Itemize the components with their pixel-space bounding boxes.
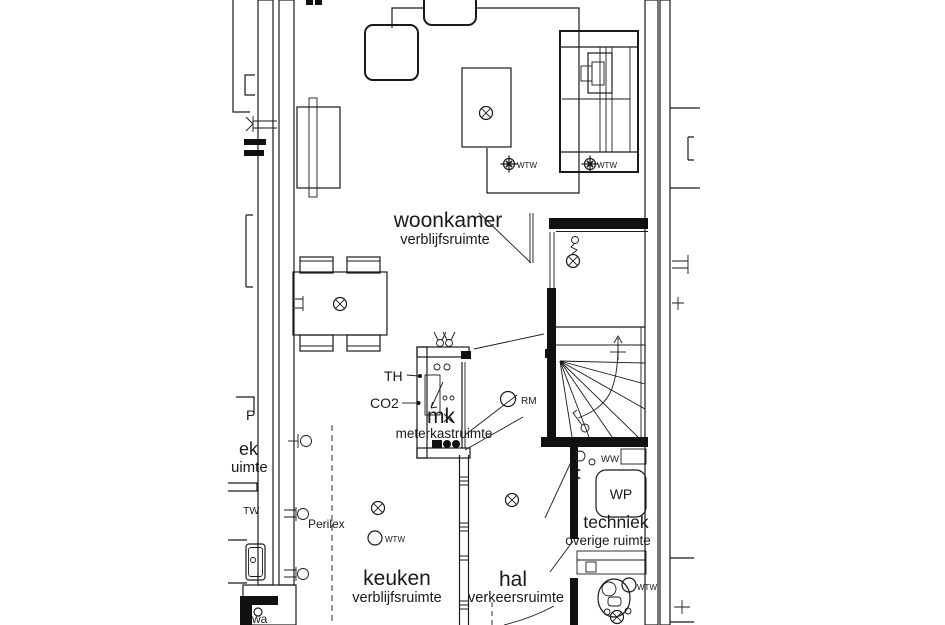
chair — [299, 334, 334, 352]
boiler-connection-icon — [574, 450, 586, 462]
label-co2: CO2 — [370, 395, 399, 411]
coffee-table — [461, 67, 512, 148]
room-label-hal: hal — [499, 568, 527, 591]
chair — [346, 256, 381, 274]
mechanical-ventilation-unit-icon — [432, 440, 460, 448]
armchair — [423, 0, 477, 26]
label-wp: WP — [610, 486, 633, 502]
door-swing — [464, 416, 524, 451]
neighbor-marks-left — [228, 0, 322, 625]
wtw-valve-icon — [499, 154, 519, 174]
room-category-woonkamer: verblijfsruimte — [400, 232, 489, 248]
ceiling-light-icon — [478, 105, 494, 121]
label-neighbor-room: ek — [239, 439, 259, 459]
dining-table — [292, 271, 388, 336]
sideboard — [296, 97, 341, 198]
label-wa-partial: wa — [251, 612, 268, 625]
th-sensor-dot — [418, 374, 422, 378]
pull-cord-light-icon — [565, 236, 581, 269]
techniek-counter — [576, 550, 647, 575]
keuken-fittings — [284, 425, 333, 625]
radiator-valve-icon — [245, 116, 277, 132]
wall-socket-icon — [284, 567, 309, 581]
staircase — [478, 212, 648, 447]
left-cavity-wall — [242, 0, 297, 625]
room-label-woonkamer: woonkamer — [393, 209, 503, 232]
rug-outline — [391, 7, 580, 194]
expansion-coil-icon — [569, 465, 582, 483]
room-label-keuken: keuken — [363, 567, 431, 590]
ceiling-light-icon — [332, 296, 348, 312]
wtw-unit-fixture — [597, 577, 637, 618]
chair — [346, 334, 381, 352]
perilex-socket-icon — [284, 507, 309, 521]
techniek-room — [544, 447, 647, 618]
co2-sensor-dot — [416, 401, 421, 405]
front-door-swing — [503, 605, 555, 625]
wall-light-icon — [288, 434, 312, 448]
room-label-mk: mk — [427, 405, 455, 428]
smoke-detector-icon — [499, 390, 517, 408]
walking-line — [577, 344, 619, 419]
door-swing — [549, 540, 574, 573]
wall-ticks — [459, 476, 469, 610]
wall-socket-icon — [295, 296, 304, 311]
label-wtw: WTW — [385, 535, 405, 544]
wtw-valve-icon — [367, 530, 383, 546]
pull-switch-icon — [572, 409, 590, 433]
room-category-hal: verkeersruimte — [468, 590, 564, 606]
label-perilex: Perilex — [308, 517, 345, 531]
wall-socket-icon — [674, 600, 690, 614]
label-tw-partial: TW — [243, 505, 259, 517]
hal-walls — [458, 455, 578, 625]
ceiling-light-icon — [370, 500, 386, 516]
dining-set — [292, 256, 388, 352]
wall-socket-icon — [672, 297, 684, 310]
roof-duct-icon — [433, 331, 456, 347]
meterkast — [402, 331, 556, 459]
wtw-valve-icon — [580, 154, 600, 174]
chair — [299, 256, 334, 274]
label-wtw: WTW — [637, 583, 657, 592]
meter-cabinet-contents — [424, 363, 455, 423]
room-label-techniek: techniek — [583, 512, 648, 532]
right-cavity-wall — [644, 0, 671, 625]
tv-wall-unit — [559, 30, 639, 173]
label-wtw: WTW — [517, 161, 537, 170]
label-wtw: WTW — [597, 161, 617, 170]
stair-treads — [559, 360, 646, 438]
door-swing — [464, 394, 518, 436]
armchair — [364, 24, 419, 81]
wall-socket-icon — [672, 255, 689, 274]
pipe-icon — [253, 607, 263, 617]
room-category-meterkast: meterkastruimte — [396, 426, 493, 441]
tv — [587, 52, 613, 94]
label-th: TH — [384, 368, 403, 384]
label-rm: RM — [521, 396, 537, 407]
label-neighbor-category: uimte — [231, 459, 268, 476]
room-category-keuken: verblijfsruimte — [352, 590, 441, 606]
door-swing — [544, 461, 572, 519]
label-ww: WW — [601, 454, 619, 465]
door-leaf-open — [478, 212, 534, 264]
room-category-techniek: overige ruimte — [565, 533, 651, 548]
sofa-group — [364, 0, 580, 194]
ceiling-light-icon — [504, 492, 520, 508]
heat-pump-unit — [595, 469, 647, 518]
neighbor-marks-right — [670, 107, 700, 623]
label-p-partial: P — [246, 407, 255, 423]
door-swing — [473, 333, 545, 350]
sink-icon — [245, 543, 266, 581]
